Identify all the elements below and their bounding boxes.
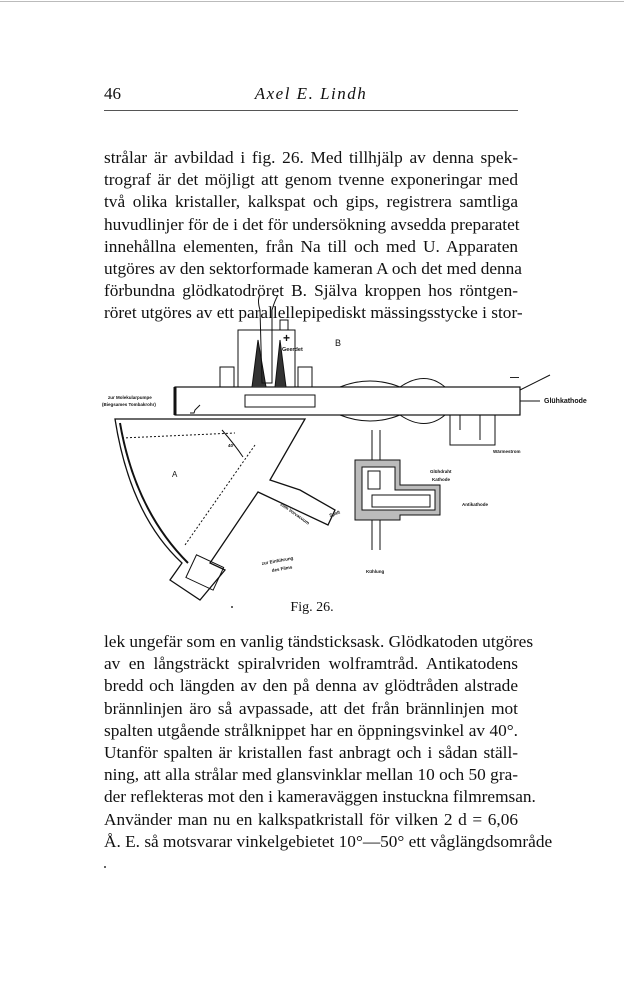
figure-caption: Fig. 26. (290, 600, 334, 615)
text-line: huvudlinjer för de i det för undersöknin… (104, 214, 520, 234)
page-number: 46 (104, 84, 121, 103)
text-line: Använder man nu en kalkspatkristall för … (104, 809, 518, 829)
label-kuehlung: Kühlung (366, 569, 384, 574)
text-line: strålar är avbildad i fig. 26. Med tillh… (104, 148, 518, 167)
text-line: trograf är det möjligt att genom tvenne … (104, 170, 518, 190)
text-line: ning, att alla strålar med glansvinklar … (104, 765, 518, 785)
paragraph-bottom: lek ungefär som en vanlig tändsticksask.… (104, 631, 553, 853)
text-line: spalten utgående strålknippet har en öpp… (104, 720, 518, 740)
scan-edge (0, 1, 624, 2)
label-plus: + (283, 331, 290, 345)
text-line: röret utgöres av ett parallellepipediskt… (104, 303, 523, 323)
label-gluehdraht: Glühdraht (430, 469, 452, 474)
print-speck (104, 866, 106, 868)
text-line: Utanför spalten är kristallen fast anbra… (104, 742, 518, 762)
label-film-line1: zur Einführung (261, 555, 294, 566)
text-line: lek ungefär som en vanlig tändsticksask.… (104, 632, 534, 651)
author-name: Axel E. Lindh (254, 84, 368, 103)
running-header: 46 Axel E. Lindh (104, 84, 518, 106)
text-line: innehållna elementen, från Na till och m… (104, 236, 518, 256)
cathode-detail-inset (354, 430, 441, 550)
figure-26-diagram: + Geerdet B — zur Molekularpumpe (Biegsa… (102, 294, 587, 601)
print-speck (231, 606, 233, 608)
label-antikathode: Antikathode (462, 502, 488, 507)
label-waermestrom: Wärmestrom (493, 449, 521, 454)
text-line: utgöres av den sektorformade kameran A o… (104, 258, 522, 278)
text-line: der reflekteras mot den i kameraväggen i… (104, 787, 536, 807)
header-rule (104, 110, 518, 111)
label-spalt: Spalt (329, 509, 342, 518)
label-b: B (335, 338, 341, 348)
label-pump-line1: zur Molekularpumpe (108, 395, 152, 400)
label-minus: — (510, 372, 519, 382)
paragraph-top: strålar är avbildad i fig. 26. Med tillh… (104, 147, 523, 325)
label-pump-line2: (Biegsames Tombakrohr) (102, 402, 156, 407)
label-a: A (172, 470, 178, 479)
anode-insulator (219, 294, 313, 388)
heater-connection (449, 415, 496, 446)
text-line: av en långsträckt spiralvriden wolframtr… (104, 654, 518, 674)
camera-sector (114, 418, 336, 601)
text-line: brännlinjen äro så avpassade, att det fr… (104, 698, 518, 718)
x-ray-tube (173, 374, 551, 424)
label-angle: 40° (228, 443, 235, 448)
text-line: Å. E. så motsvarar vinkelgebietet 10°—50… (104, 831, 553, 851)
label-gluehkathode: Glühkathode (544, 398, 587, 405)
label-film-line2: des Films (271, 564, 293, 573)
label-vorvacuum: zum Vorvacuum (279, 502, 310, 526)
label-geerdet: Geerdet (282, 347, 303, 353)
text-line: två olika kristaller, kalkspat och gips,… (104, 192, 518, 212)
label-kathode: Kathode (432, 477, 450, 482)
text-line: förbundna glödkatodröret B. Själva kropp… (104, 281, 518, 301)
text-line: bredd och längden av den på denna av glö… (104, 676, 518, 696)
